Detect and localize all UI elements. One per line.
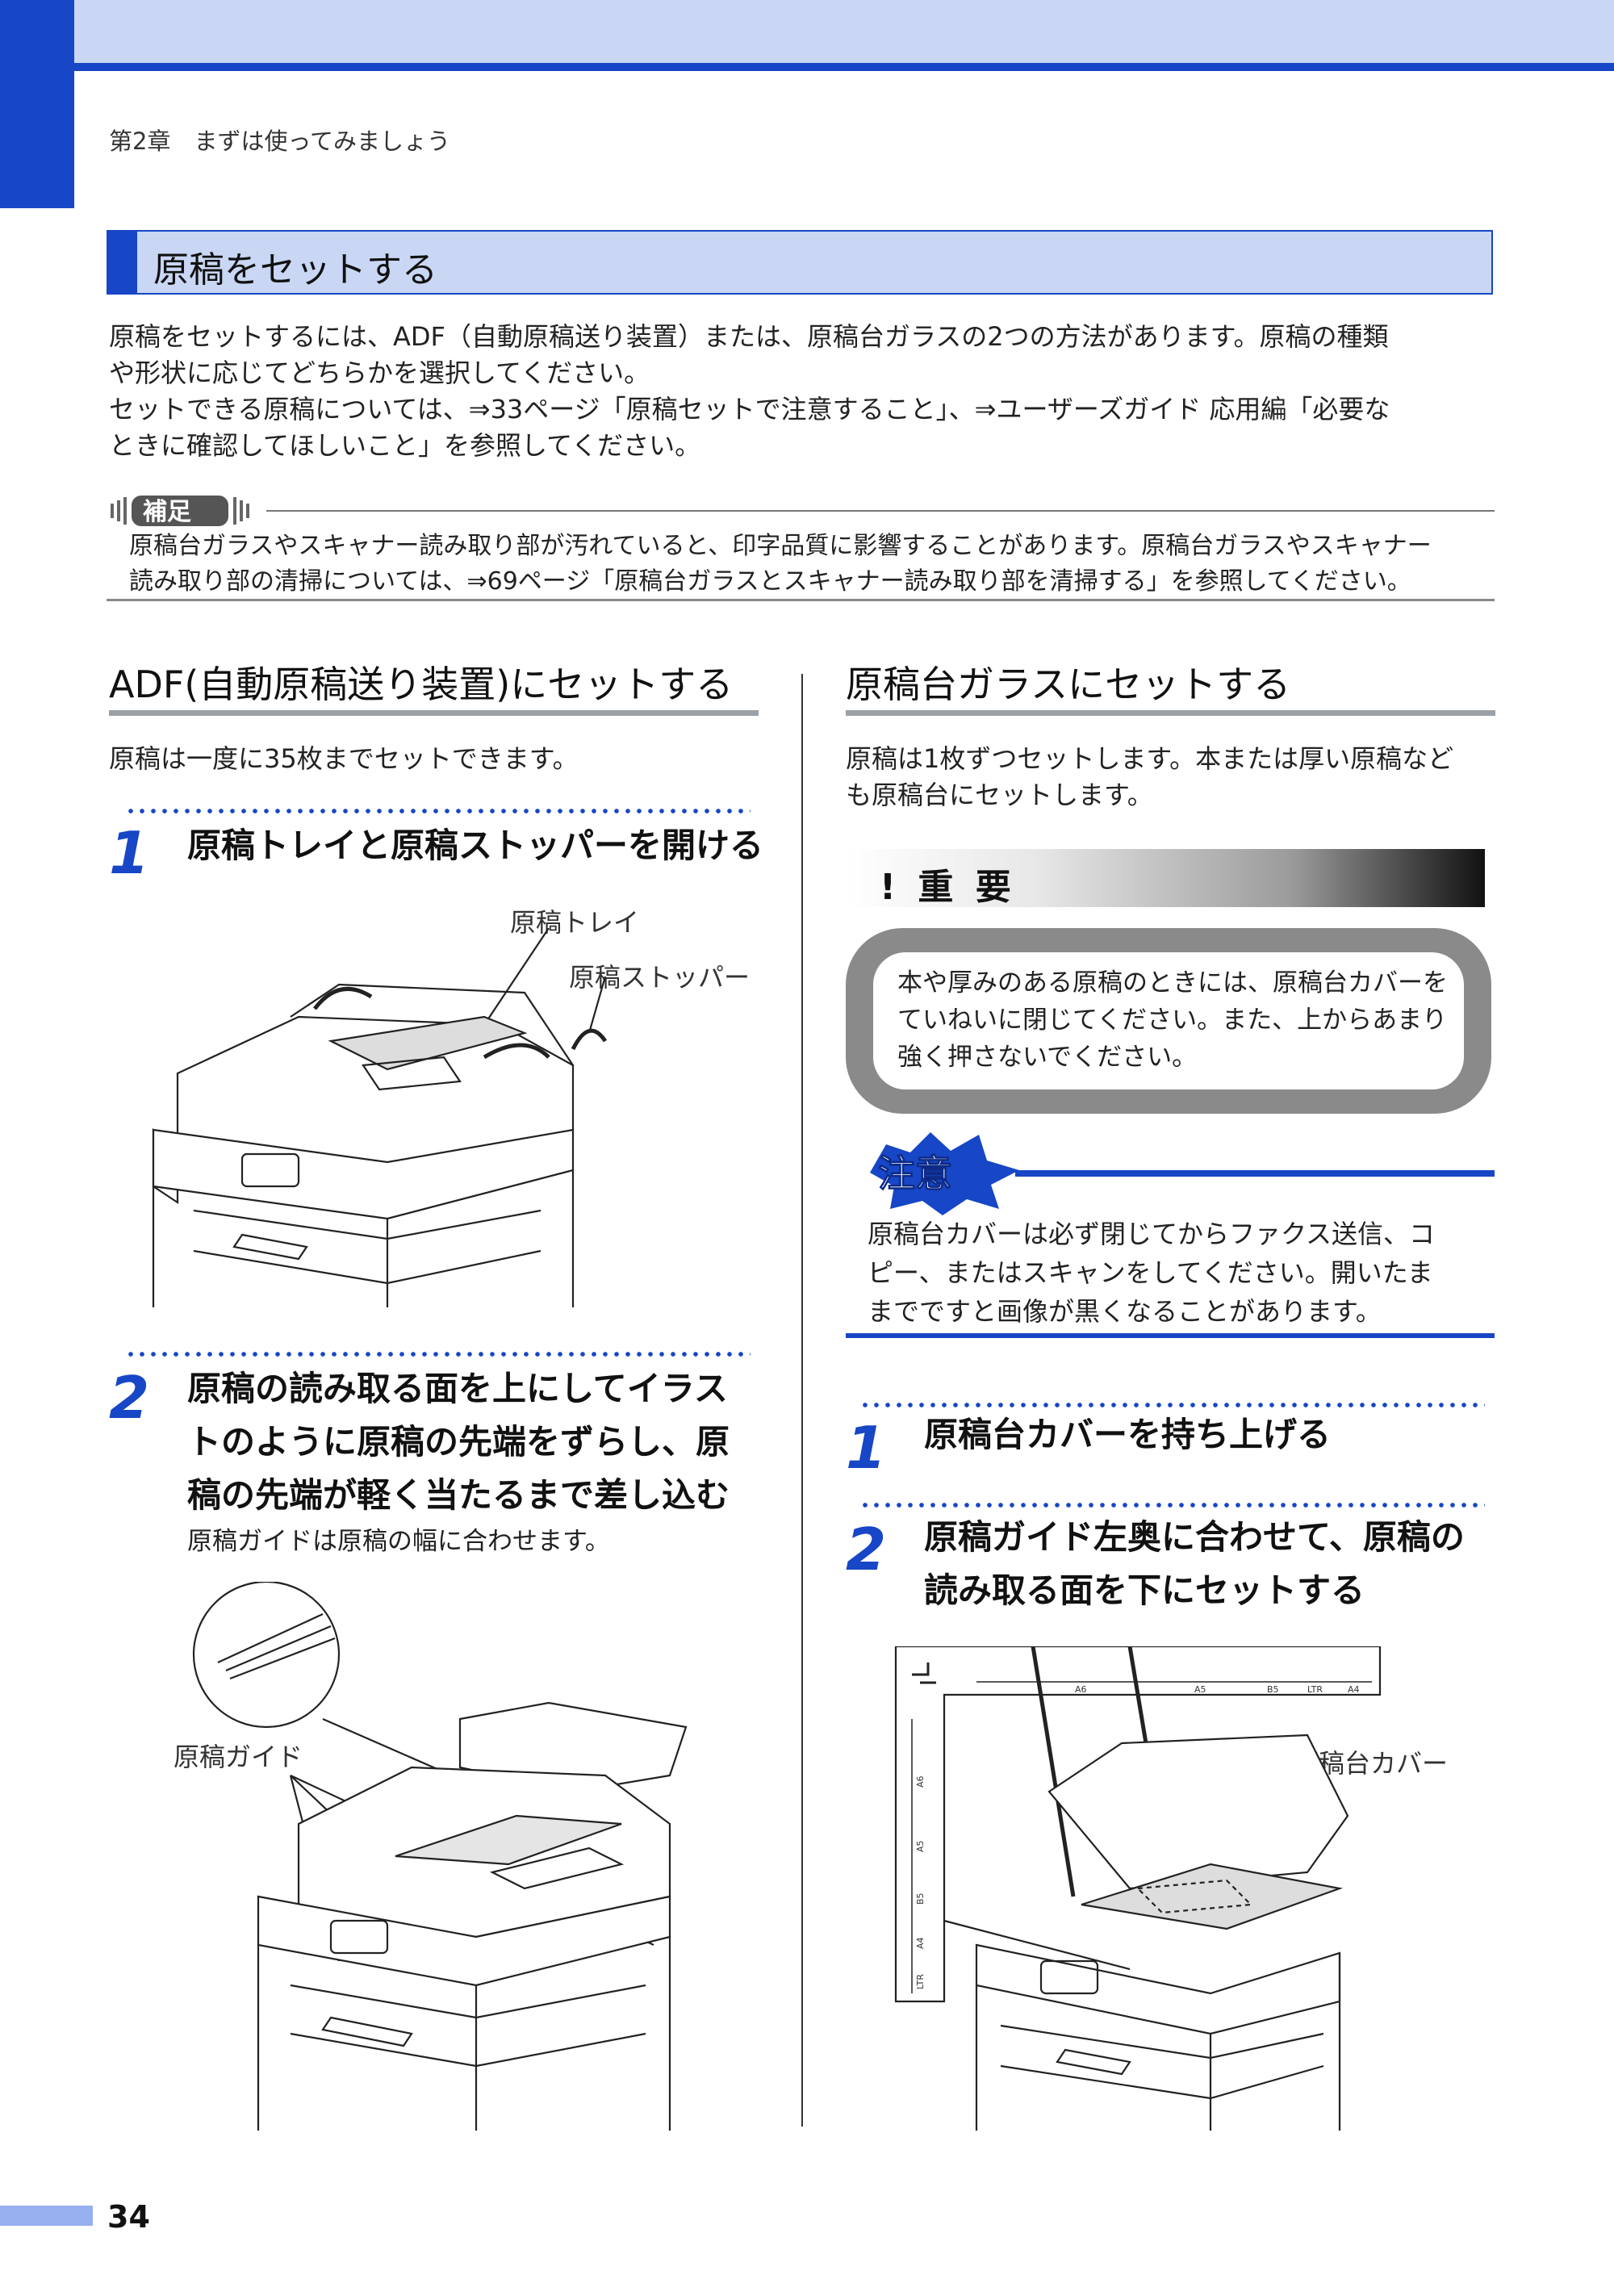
step-title-line: 読み取る面を下にセットする (924, 1570, 1365, 1610)
step-number: 1 (846, 1414, 887, 1482)
glass-description: 原稿は1枚ずつセットします。本または厚い原稿など も原稿台にセットします。 (846, 741, 1499, 813)
step-title-line: 原稿の読み取る面を上にしてイラス (187, 1369, 728, 1408)
important-line: 強く押さないでください。 (897, 1043, 1198, 1072)
page-number: 34 (107, 2199, 150, 2235)
scale-label-vertical: A4 (915, 1937, 926, 1949)
intro-line: や形状に応じてどちらかを選択してください。 (109, 358, 650, 388)
adf-title: ADF(自動原稿送り装置)にセットする (109, 663, 734, 706)
label-document-stopper: 原稿ストッパー (569, 962, 751, 993)
caution-line: ピー、またはスキャンをしてください。開いたま (868, 1257, 1433, 1288)
note-text: 原稿台ガラスやスキャナー読み取り部が汚れていると、印字品質に影響することがありま… (129, 529, 1493, 600)
scale-label-vertical: B5 (915, 1892, 926, 1905)
page-tab (0, 2206, 93, 2226)
chapter-heading: 第2章 まずは使ってみましょう (109, 128, 451, 155)
glass-title-rule (846, 710, 1495, 716)
step-divider (859, 1503, 1485, 1508)
column-divider (801, 674, 803, 2127)
important-box-inner (873, 952, 1464, 1089)
caution-rule (1015, 1170, 1495, 1177)
step-divider (125, 809, 751, 813)
important-bar (847, 849, 1485, 907)
step-number: 1 (109, 819, 150, 887)
note-badge-text: 補足 (142, 498, 191, 526)
intro-paragraph: 原稿をセットするには、ADF（自動原稿送り装置）または、原稿台ガラスの2つの方法… (109, 319, 1497, 464)
caution-line: 原稿台カバーは必ず閉じてからファクス送信、コ (868, 1219, 1436, 1249)
step-divider (125, 1352, 751, 1357)
note-badge: 補足 (111, 496, 249, 526)
caution-text: 原稿台カバーは必ず閉じてからファクス送信、コ ピー、またはスキャンをしてください… (868, 1215, 1493, 1331)
important-line: 本や厚みのある原稿のときには、原稿台カバーを (897, 968, 1448, 997)
adf-tray-illustration (152, 928, 608, 1307)
caution-line: までですと画像が黒くなることがあります。 (868, 1296, 1382, 1327)
scale-label-vertical: A5 (915, 1840, 926, 1852)
step-title-line: トのように原稿の先端をずらし、原 (187, 1422, 730, 1462)
important-heading: ! 重 要 (880, 867, 1016, 908)
section-title: 原稿をセットする (153, 249, 437, 291)
note-line: 原稿台ガラスやスキャナー読み取り部が汚れていると、印字品質に影響することがありま… (129, 532, 1432, 560)
section-title-marker (107, 230, 137, 295)
step-title: 原稿ガイド左奥に合わせて、原稿の 読み取る面を下にセットする (924, 1511, 1505, 1617)
note-line: 読み取り部の清掃については、⇒69ページ「原稿台ガラスとスキャナー読み取り部を清… (129, 567, 1411, 596)
label-document-guide: 原稿ガイド (174, 1742, 303, 1772)
note-bottom-rule (107, 599, 1495, 601)
chapter-tab (0, 0, 74, 208)
adf-description: 原稿は一度に35枚までセットできます。 (109, 743, 579, 774)
glass-illustration: A6 A5 B5 LTR A4 A6 A5 B5 A4 LTR (894, 1646, 1382, 2131)
intro-line: セットできる原稿については、⇒33ページ「原稿セットで注意すること」、⇒ユーザー… (109, 394, 1390, 424)
caution-badge: 注意 (870, 1132, 1019, 1215)
caution-badge-text: 注意 (878, 1152, 952, 1195)
scale-label: LTR (1307, 1684, 1323, 1695)
description-line: も原稿台にセットします。 (846, 780, 1153, 810)
step-number: 2 (109, 1364, 150, 1432)
scale-label-vertical: A6 (915, 1775, 926, 1788)
scale-label: A5 (1194, 1684, 1206, 1695)
important-text: 本や厚みのある原稿のときには、原稿台カバーを ていねいに閉じてください。また、上… (897, 964, 1454, 1076)
step-title: 原稿の読み取る面を上にしてイラス トのように原稿の先端をずらし、原 稿の先端が軽… (187, 1362, 776, 1522)
header-rule (0, 63, 1614, 71)
scale-label: B5 (1267, 1684, 1279, 1695)
header-band (0, 0, 1614, 66)
step-title: 原稿トレイと原稿ストッパーを開ける (187, 826, 764, 865)
adf-title-rule (109, 710, 759, 716)
step-title: 原稿台カバーを持ち上げる (924, 1415, 1332, 1454)
scale-label: A6 (1075, 1684, 1087, 1695)
glass-title: 原稿台ガラスにセットする (846, 663, 1291, 706)
label-document-tray: 原稿トレイ (510, 907, 640, 938)
step-subtext: 原稿ガイドは原稿の幅に合わせます。 (187, 1527, 610, 1556)
note-rule (266, 510, 1495, 512)
caution-bottom-rule (846, 1333, 1495, 1338)
step-title-line: 稿の先端が軽く当たるまで差し込む (187, 1475, 730, 1515)
step-number: 2 (846, 1516, 887, 1583)
intro-line: 原稿をセットするには、ADF（自動原稿送り装置）または、原稿台ガラスの2つの方法… (109, 321, 1389, 352)
scale-label: A4 (1348, 1684, 1360, 1695)
adf-insert-illustration (192, 1582, 688, 2131)
intro-line: ときに確認してほしいこと」を参照してください。 (109, 430, 701, 461)
step-divider (859, 1403, 1485, 1407)
description-line: 原稿は1枚ずつセットします。本または厚い原稿など (846, 743, 1454, 774)
scale-label-vertical: LTR (915, 1974, 926, 1989)
important-line: ていねいに閉じてください。また、上からあまり (897, 1006, 1448, 1035)
section-title-box (107, 230, 1493, 295)
step-title-line: 原稿ガイド左奥に合わせて、原稿の (924, 1517, 1465, 1557)
